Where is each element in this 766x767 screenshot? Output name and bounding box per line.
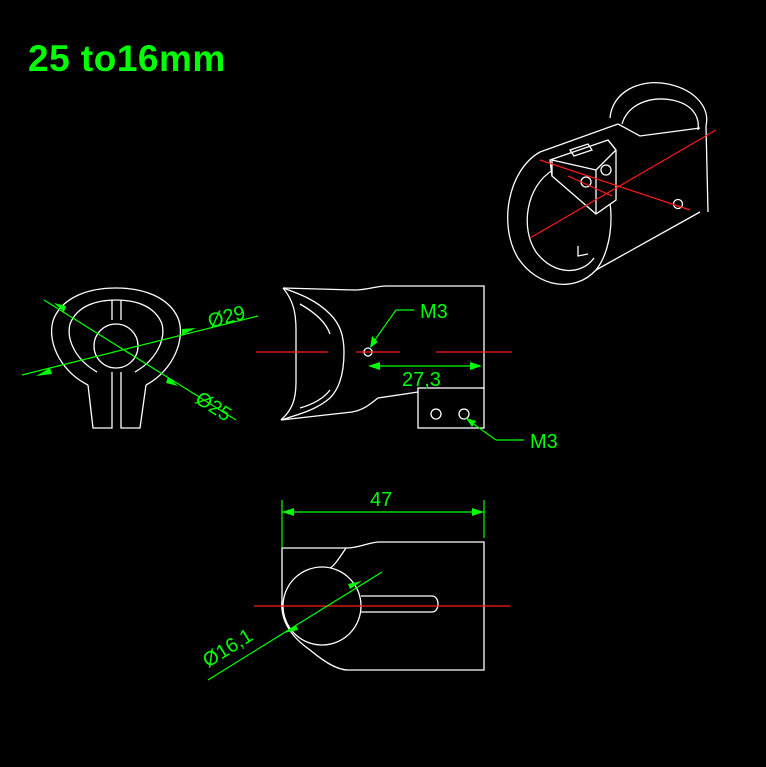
length-label: 47 bbox=[370, 489, 392, 511]
isometric-view bbox=[507, 82, 717, 285]
bore-diameter-label: Ø16,1 bbox=[199, 625, 257, 673]
outer-diameter-label: Ø29 bbox=[206, 302, 248, 333]
side-view: 27,3 M3 M3 bbox=[256, 285, 558, 453]
offset-label: 27,3 bbox=[402, 369, 441, 391]
front-view: Ø29 Ø25 bbox=[21, 287, 259, 429]
top-view: 47 Ø16,1 bbox=[199, 489, 510, 681]
hole-top-label: M3 bbox=[420, 301, 448, 323]
hole-bottom-label: M3 bbox=[530, 431, 558, 453]
inner-diameter-label: Ø25 bbox=[191, 388, 235, 427]
drawing-title: 25 to16mm bbox=[28, 38, 226, 79]
